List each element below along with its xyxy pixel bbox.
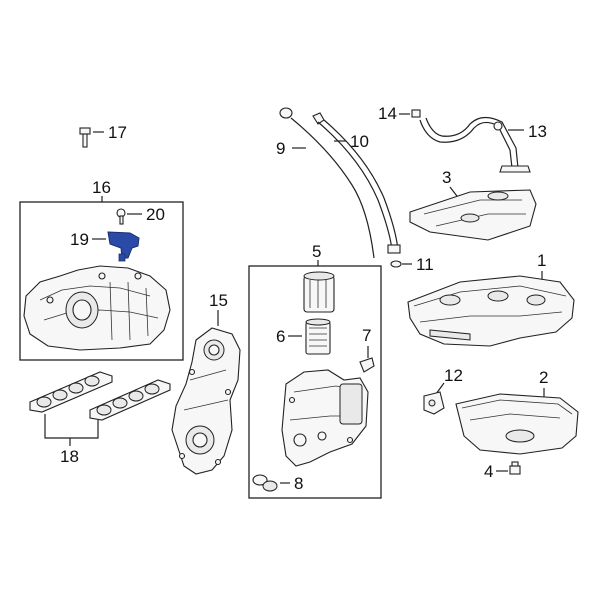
callout-12: 12 <box>444 366 463 385</box>
callout-5: 5 <box>312 242 321 261</box>
gasket-left <box>29 371 113 413</box>
map-sensor-19[interactable] <box>107 231 140 262</box>
lower-oil-pan-2[interactable] <box>455 393 579 455</box>
callout-1: 1 <box>537 251 546 270</box>
timing-cover-15[interactable] <box>171 327 241 475</box>
callout-18: 18 <box>60 447 79 466</box>
callout-16: 16 <box>92 178 111 197</box>
callout-10: 10 <box>350 132 369 151</box>
sensor-7[interactable] <box>359 357 375 373</box>
callout-6: 6 <box>276 327 285 346</box>
callout-20: 20 <box>146 205 165 224</box>
callout-13: 13 <box>528 122 547 141</box>
callout-15: 15 <box>209 291 228 310</box>
gasket-right <box>89 379 171 421</box>
oil-filter-element-6[interactable] <box>305 318 331 355</box>
bracket-12[interactable] <box>423 391 445 415</box>
callout-3: 3 <box>442 168 451 187</box>
callout-11: 11 <box>416 255 434 274</box>
clip-14[interactable] <box>411 109 421 118</box>
dipstick-9[interactable] <box>279 107 375 259</box>
callout-17: 17 <box>108 123 127 142</box>
oil-filter-housing-body[interactable] <box>281 369 369 467</box>
screw-20[interactable] <box>116 208 126 225</box>
callout-7: 7 <box>362 326 371 345</box>
callout-19: 19 <box>70 230 89 249</box>
callout-2: 2 <box>539 368 548 387</box>
oil-filter-housing-group-box <box>248 265 382 499</box>
upper-oil-pan-1[interactable] <box>407 275 575 347</box>
oil-filter-cap[interactable] <box>303 271 335 313</box>
callout-8: 8 <box>294 474 303 493</box>
windage-tray-3[interactable] <box>409 189 537 241</box>
callout-9: 9 <box>276 139 285 158</box>
callout-4: 4 <box>484 462 493 481</box>
seal-kit-8[interactable] <box>252 474 278 492</box>
bolt-17[interactable] <box>79 127 91 148</box>
intake-gasket-set-18[interactable] <box>29 371 171 421</box>
callout-14: 14 <box>378 104 397 123</box>
breather-tube-13[interactable] <box>419 116 531 173</box>
drain-plug-4[interactable] <box>509 461 521 475</box>
intake-manifold[interactable] <box>23 265 171 351</box>
o-ring-11[interactable] <box>390 260 402 268</box>
